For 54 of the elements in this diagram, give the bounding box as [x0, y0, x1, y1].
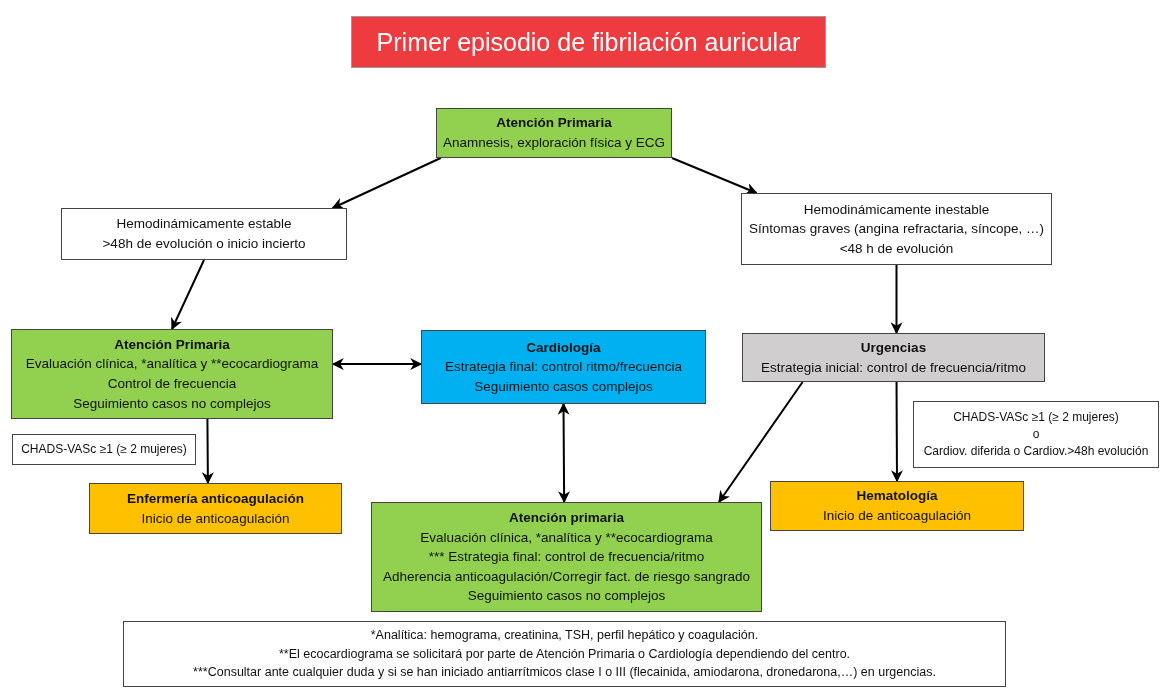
box-text: **El ecocardiograma se solicitará por parte de Atención Primaria o Cardiología dependiendo del centro.	[278, 645, 851, 663]
box-text: Cardiov. diferida o Cardiov.>48h evolución	[923, 442, 1149, 460]
box-text: o	[1032, 426, 1040, 443]
box-heading: Urgencias	[860, 338, 927, 357]
box-heading: Atención Primaria	[114, 335, 230, 354]
criteria-box	[913, 401, 1159, 468]
box-text: Evaluación clínica, *analítica y **ecocardiograma	[420, 528, 713, 547]
box-text: Inicio de anticoagulación	[823, 507, 971, 525]
box-text: >48h de evolución o inicio incierto	[102, 235, 306, 253]
condition-box	[741, 193, 1052, 265]
box-text: Evaluación clínica, *analítica y **ecocardiograma	[25, 355, 319, 374]
box-text: Estrategia final: control ritmo/frecuencia	[444, 358, 683, 377]
box-text: Hemodinámicamente estable	[116, 215, 292, 234]
box-heading: Atención Primaria	[496, 114, 612, 133]
box-text: *** Estrategia final: control de frecuencia/ritmo	[428, 548, 705, 567]
process-box	[770, 481, 1024, 531]
arrow	[557, 402, 571, 504]
box-heading: Hematología	[856, 487, 938, 506]
arrow	[718, 381, 804, 503]
box-text: ***Consultar ante cualquier duda y si se han iniciado antiarrítmicos clase I o III (flecainida, amiodarona, dronedarona,…) en urgencias.	[193, 664, 936, 682]
box-text: CHADS-VASc ≥1 (≥ 2 mujeres)	[21, 441, 187, 458]
process-box	[436, 108, 672, 158]
arrow	[331, 157, 442, 209]
condition-box	[61, 208, 347, 260]
footnote-box	[123, 621, 1006, 687]
arrow	[890, 264, 903, 335]
box-text: CHADS-VASc ≥1 (≥ 2 mujeres)	[953, 409, 1119, 427]
box-heading: Enfermería anticoagulación	[126, 489, 305, 508]
arrow	[331, 358, 423, 371]
box-heading: Atención primaria	[509, 509, 624, 528]
arrow	[171, 259, 205, 331]
box-text: Seguimiento casos no complejos	[467, 587, 666, 606]
process-box	[421, 330, 706, 404]
box-text: *Analítica: hemograma, creatinina, TSH, perfil hepático y coagulación.	[370, 626, 759, 644]
box-text: Inicio de anticoagulación	[141, 509, 290, 528]
box-text: Estrategia inicial: control de frecuencia/ritmo	[761, 358, 1026, 377]
box-heading: Cardiología	[526, 338, 601, 357]
process-box	[89, 483, 342, 534]
box-text: Hemodinámicamente inestable	[803, 200, 990, 219]
box-text: Síntomas graves (angina refractaria, síncope, …)	[749, 220, 1044, 239]
box-text: Adherencia anticoagulación/Corregir fact. de riesgo sangrado	[383, 567, 750, 586]
process-box	[371, 502, 762, 612]
title-banner: Primer episodio de fibrilación auricular	[351, 16, 826, 68]
box-text: Anamnesis, exploración física y ECG	[442, 134, 666, 152]
process-box	[742, 333, 1045, 382]
box-text: Seguimiento casos complejos	[474, 377, 653, 396]
arrow	[890, 381, 903, 483]
criteria-box	[12, 434, 196, 465]
arrow	[671, 157, 758, 195]
process-box	[11, 329, 333, 419]
box-text: Control de frecuencia	[107, 375, 237, 393]
box-text: <48 h de evolución	[839, 239, 954, 258]
arrow	[201, 418, 214, 485]
box-text: Seguimiento casos no complejos	[73, 394, 271, 413]
